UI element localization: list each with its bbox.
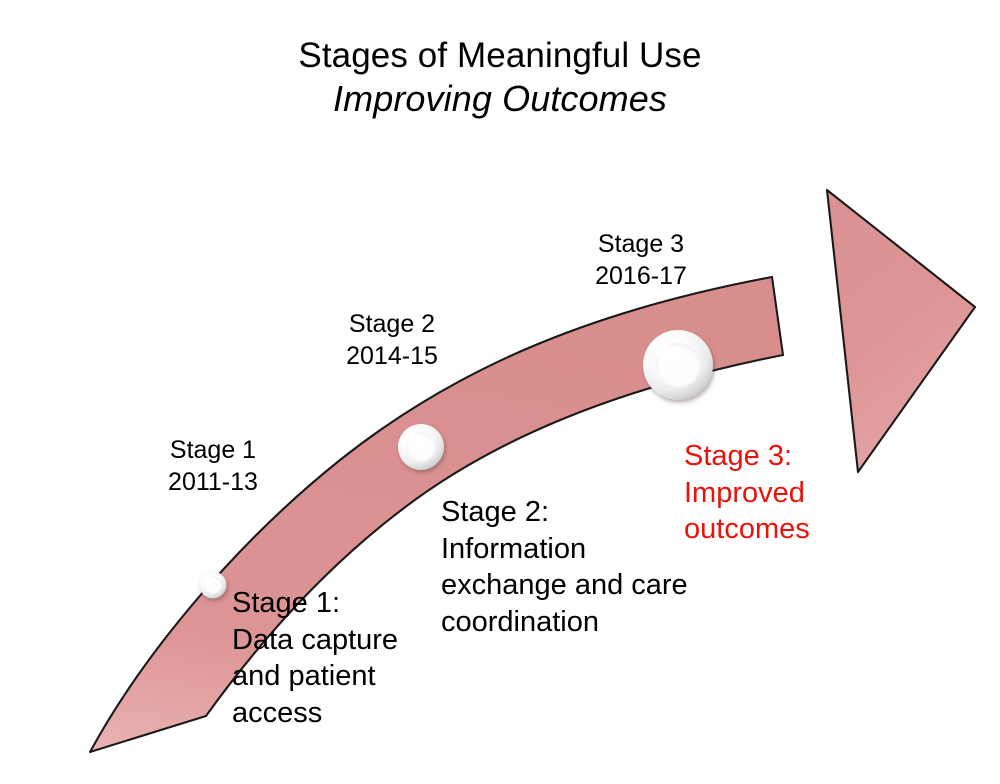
page-title: Stages of Meaningful Use Improving Outco… (0, 36, 1000, 120)
stage-2-sphere (398, 424, 444, 470)
stage-1-sphere (199, 571, 227, 599)
stage-2-period-label: Stage 2 2014-15 (346, 310, 438, 370)
arrow-head (825, 188, 977, 474)
stage-3-description: Stage 3: Improved outcomes (684, 440, 810, 546)
stage-3-period-label: Stage 3 2016-17 (595, 230, 687, 290)
title-line-secondary: Improving Outcomes (333, 78, 667, 120)
arrow-body (88, 275, 785, 754)
stage-3-sphere (643, 330, 713, 400)
stage-1-description: Stage 1: Data capture and patient access (232, 587, 399, 729)
title-line-primary: Stages of Meaningful Use (298, 36, 702, 75)
stage-1-period-label: Stage 1 2011-13 (168, 436, 258, 496)
stage-2-description: Stage 2: Information exchange and care c… (441, 496, 688, 638)
